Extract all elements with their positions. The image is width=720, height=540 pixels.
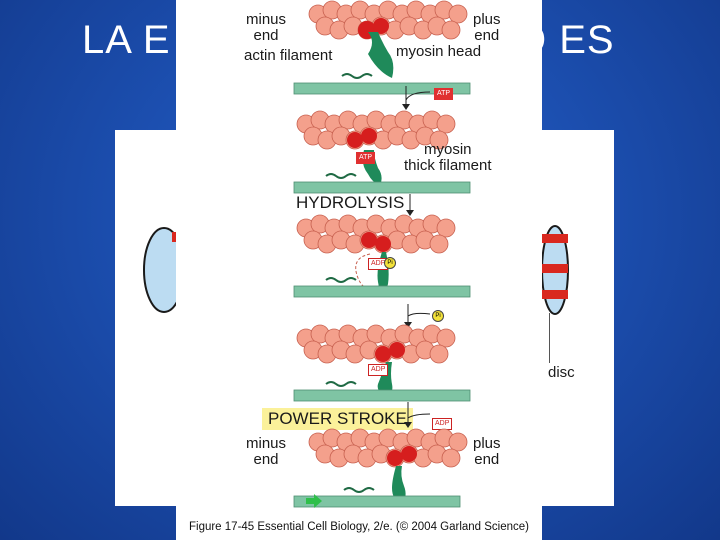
z-disc-right-illustration bbox=[541, 225, 569, 315]
tag-atp-1: ATP bbox=[434, 88, 454, 100]
label-myosin-head: myosin head bbox=[396, 43, 482, 60]
stage-5-diagram bbox=[293, 428, 468, 508]
slide-title-left: LA E bbox=[82, 18, 171, 62]
arrow-power-stroke bbox=[404, 402, 431, 428]
tag-atp-2: ATP bbox=[356, 152, 376, 164]
label-plus-end-top: plus end bbox=[473, 11, 501, 44]
arrow-hydrolysis bbox=[406, 194, 414, 216]
label-actin-filament: actin filament bbox=[244, 47, 333, 64]
arrow-atp-binding bbox=[402, 86, 431, 110]
figure-caption: Figure 17-45 Essential Cell Biology, 2/e… bbox=[188, 521, 530, 533]
pi-released: Pi bbox=[432, 310, 444, 322]
label-power-stroke: POWER STROKE bbox=[262, 408, 413, 430]
label-myosin-thick-filament: myosin thick filament bbox=[404, 141, 492, 174]
disc-label: disc bbox=[548, 364, 575, 381]
arrow-pi-release bbox=[404, 304, 431, 328]
label-plus-end-bottom: plus end bbox=[473, 435, 501, 468]
pi-bound-1: Pi bbox=[384, 257, 396, 269]
stage-1-diagram bbox=[293, 0, 471, 95]
stage-4-diagram bbox=[293, 324, 471, 402]
label-minus-end-bottom: minus end bbox=[246, 435, 287, 468]
label-minus-end-top: minus end bbox=[246, 11, 287, 44]
disc-pointer-line bbox=[549, 313, 550, 363]
label-hydrolysis: HYDROLYSIS bbox=[296, 193, 405, 212]
stage-2-diagram bbox=[293, 110, 471, 194]
stage-3-diagram bbox=[293, 214, 471, 298]
myosin-cycle-figure: minus end plus end actin filament myosin… bbox=[176, 0, 542, 540]
tag-adp-2: ADP bbox=[368, 364, 389, 376]
